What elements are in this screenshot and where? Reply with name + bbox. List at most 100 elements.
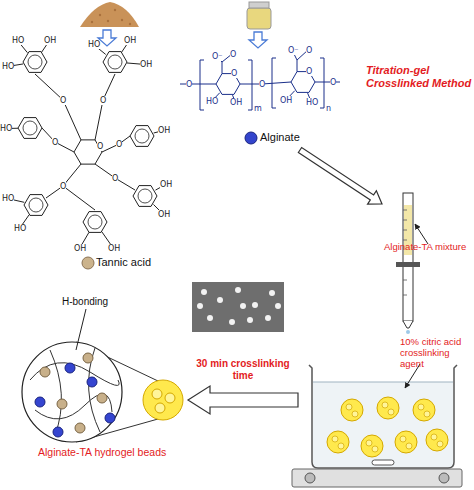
- tannic-acid-balls: [40, 353, 107, 433]
- beads-in-photo: [197, 287, 281, 325]
- aromatic-ring: [108, 55, 122, 69]
- atom-label: HO: [306, 98, 318, 107]
- illustration-shape: [114, 9, 116, 11]
- powder-texture: [91, 9, 131, 25]
- atom-label: O: [231, 69, 237, 78]
- aromatic-ring: [135, 129, 149, 143]
- atom-label: O⁻: [212, 52, 223, 61]
- illustration-shape: [197, 303, 203, 309]
- illustration-shape: [99, 14, 101, 16]
- illustration-shape: [207, 315, 213, 321]
- beads-photo: [192, 282, 284, 332]
- atom-label: OH: [158, 126, 170, 135]
- node-label: 10% citric acid crosslinking agent: [400, 337, 474, 370]
- diagram-node: Tannic acid: [0, 44, 170, 272]
- alginate-ball: [245, 132, 257, 144]
- atom-label: OH: [74, 244, 86, 253]
- node-label: Alginate: [260, 131, 340, 144]
- bond-line: [46, 164, 81, 198]
- atom-label: HO: [2, 194, 14, 203]
- down-arrow: [98, 30, 116, 46]
- illustration-shape: [53, 427, 63, 437]
- illustration-shape: [406, 443, 412, 449]
- atom-label: O: [259, 80, 265, 89]
- illustration-shape: [275, 303, 281, 309]
- aromatic-ring: [88, 215, 102, 229]
- beaker: [309, 365, 457, 468]
- illustration-shape: [265, 315, 271, 321]
- atom-label: O⁻: [288, 46, 299, 55]
- drop: [406, 330, 410, 334]
- stir-bar: [372, 460, 394, 465]
- illustration-shape: [35, 397, 45, 407]
- diagram-node: Alginate-TA mixture: [382, 190, 474, 275]
- ring-bond: [130, 126, 154, 147]
- illustration-shape: [247, 317, 253, 323]
- arrow-outline: [298, 147, 382, 204]
- atom-label: OH: [140, 60, 152, 69]
- atom-label: O: [306, 46, 312, 55]
- atom-label: OH: [160, 180, 172, 189]
- chemical-structure: [6, 41, 341, 249]
- tannic-acid-ball: [82, 257, 94, 269]
- zoom-circle: [22, 342, 122, 442]
- atom-label: O: [230, 50, 236, 59]
- stir-plate: [292, 469, 462, 487]
- atom-label: HO: [0, 124, 12, 133]
- illustration-shape: [372, 446, 378, 452]
- alginate-vial: [247, 8, 271, 29]
- node-label: Alginate-TA hydrogel beads: [38, 446, 190, 458]
- aromatic-ring: [138, 189, 152, 203]
- connector-arrow: [298, 147, 382, 204]
- bond-line: [63, 186, 95, 210]
- illustration-shape: [352, 411, 358, 417]
- atom-label: n: [326, 104, 331, 113]
- atom-label: O: [97, 142, 103, 151]
- alginate-balls: [35, 363, 115, 437]
- illustration-shape: [361, 435, 383, 457]
- atom-label: HO: [12, 36, 24, 45]
- illustration-shape: [403, 280, 407, 281]
- illustration-shape: [152, 389, 162, 399]
- illustration-shape: [235, 287, 241, 293]
- node-label: Tannic acid: [96, 256, 170, 269]
- illustration-shape: [403, 240, 407, 241]
- knob: [439, 473, 449, 483]
- illustration-shape: [201, 289, 207, 295]
- atom-label: OH: [158, 210, 170, 219]
- ring-bond: [24, 195, 48, 216]
- illustration-shape: [155, 403, 165, 413]
- diagram-node: Alginate: [172, 50, 372, 150]
- illustration-shape: [403, 220, 407, 221]
- illustration-shape: [248, 60, 252, 110]
- illustration-shape: [403, 230, 407, 231]
- bond-line: [95, 74, 115, 140]
- atom-label: HO: [88, 40, 100, 49]
- illustration-shape: [388, 409, 394, 415]
- illustration-shape: [338, 443, 344, 449]
- atom-label: O: [112, 174, 118, 183]
- illustration-shape: [200, 60, 204, 110]
- illustration-shape: [40, 367, 50, 377]
- ring-bond: [23, 52, 47, 73]
- aromatic-ring: [28, 55, 42, 69]
- liquid-surface: [313, 382, 453, 383]
- ring-bond: [83, 212, 107, 233]
- bead-inner: [332, 402, 443, 452]
- bond-line: [42, 128, 74, 152]
- illustration-shape: [418, 404, 424, 410]
- illustration-shape: [252, 302, 258, 308]
- atom-label: O: [330, 78, 336, 87]
- illustration-shape: [121, 19, 123, 21]
- atom-label: OH: [230, 98, 242, 107]
- atom-label: O: [52, 138, 58, 147]
- illustration-shape: [87, 377, 97, 387]
- bond-line: [35, 74, 81, 140]
- annotation-label: H-bonding: [62, 296, 108, 307]
- burette-tube: [403, 193, 413, 321]
- burette-tip: [403, 321, 413, 328]
- illustration-shape: [400, 436, 406, 442]
